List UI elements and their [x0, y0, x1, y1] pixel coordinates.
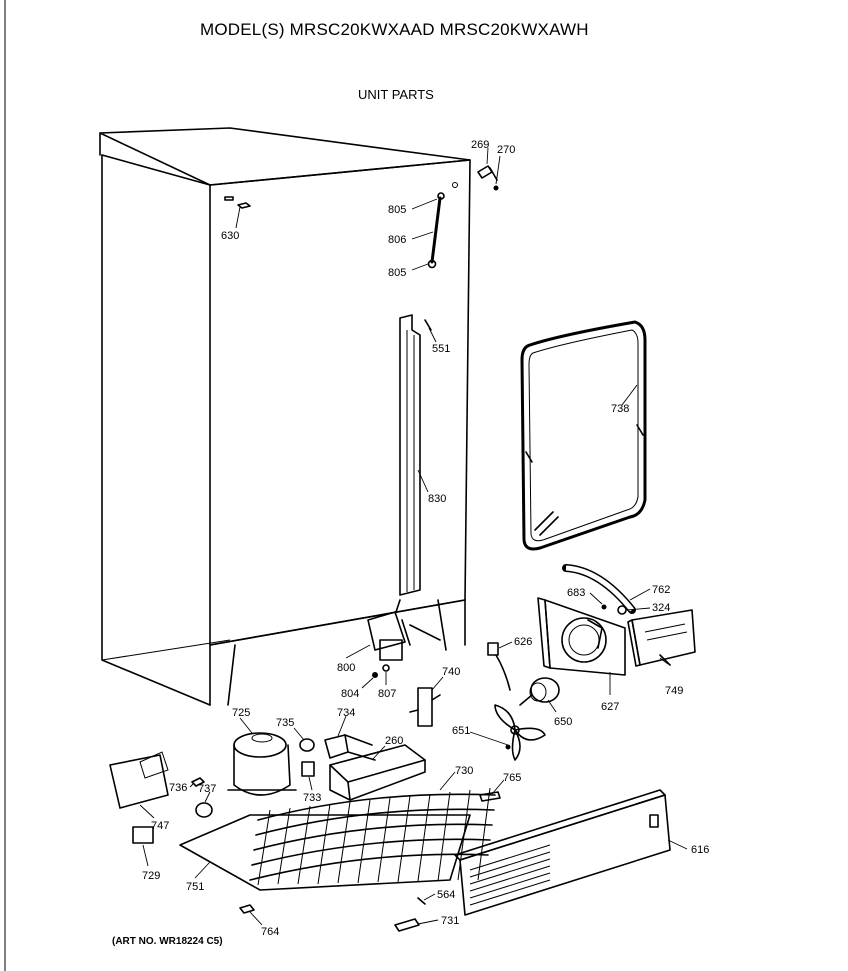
part-label-650: 650	[554, 716, 572, 728]
part-764	[239, 904, 255, 914]
model-title: MODEL(S) MRSC20KWXAAD MRSC20KWXAWH	[200, 20, 589, 39]
part-label-800: 800	[337, 662, 355, 674]
compressor-725	[227, 732, 297, 796]
part-label-765: 765	[503, 772, 521, 784]
part-label-626: 626	[514, 636, 532, 648]
motor-650	[519, 677, 560, 706]
part-735	[299, 738, 315, 752]
part-label-269: 269	[471, 139, 489, 151]
part-label-725: 725	[232, 707, 250, 719]
screw-564	[417, 897, 426, 905]
part-label-683: 683	[567, 587, 585, 599]
part-label-734: 734	[337, 707, 355, 719]
part-label-737: 737	[198, 783, 216, 795]
part-label-807: 807	[378, 688, 396, 700]
relay-729	[132, 826, 154, 844]
part-label-804: 804	[341, 688, 359, 700]
part-label-747: 747	[151, 820, 169, 832]
cover-747	[109, 751, 169, 809]
part-label-733: 733	[303, 792, 321, 804]
bracket-734	[324, 734, 376, 761]
part-label-764: 764	[261, 926, 279, 938]
part-label-551: 551	[432, 343, 450, 355]
drain-tube-762	[562, 564, 636, 614]
part-label-564: 564	[437, 889, 455, 901]
valve-assembly-800	[367, 599, 441, 661]
part-736	[191, 777, 205, 787]
part-label-749: 749	[665, 685, 683, 697]
art-number: (ART NO. WR18224 C5)	[112, 936, 223, 947]
switch-740	[409, 687, 441, 727]
fitting-269-270	[477, 165, 499, 191]
cord-626	[487, 642, 511, 691]
part-label-729: 729	[142, 870, 160, 882]
part-number-labels: 269 270 630 805 806 805 551 738 830 762 …	[142, 139, 709, 938]
fan-blade-651	[494, 704, 546, 761]
part-label-260: 260	[385, 735, 403, 747]
part-label-731: 731	[441, 915, 459, 927]
part-765	[479, 791, 501, 802]
part-731	[394, 918, 420, 932]
part-label-762: 762	[652, 584, 670, 596]
cabinet-drawing	[99, 127, 471, 706]
part-label-751: 751	[186, 881, 204, 893]
part-label-830: 830	[428, 493, 446, 505]
part-label-324: 324	[652, 602, 670, 614]
part-label-735: 735	[276, 717, 294, 729]
base-751-condenser-730	[179, 787, 496, 891]
part-label-616: 616	[691, 844, 709, 856]
heater-loop-738	[520, 320, 647, 551]
part-label-740: 740	[442, 666, 460, 678]
part-label-730: 730	[455, 765, 473, 777]
fan-housing-627	[537, 597, 626, 676]
part-label-630: 630	[221, 230, 239, 242]
leader-lines	[139, 147, 688, 926]
part-label-651: 651	[452, 725, 470, 737]
part-label-736: 736	[169, 782, 187, 794]
part-label-805-bottom: 805	[388, 267, 406, 279]
grommet-324	[617, 605, 627, 615]
screw-683	[601, 604, 607, 610]
grille-616	[454, 789, 671, 916]
cover-749	[627, 609, 696, 667]
part-label-806: 806	[388, 234, 406, 246]
part-label-738: 738	[611, 403, 629, 415]
part-807	[382, 664, 390, 672]
part-737	[195, 802, 213, 818]
part-804	[372, 672, 378, 678]
part-733	[301, 761, 315, 777]
section-title: UNIT PARTS	[358, 87, 434, 102]
part-label-805-top: 805	[388, 204, 406, 216]
part-label-270: 270	[497, 144, 515, 156]
part-label-627: 627	[601, 701, 619, 713]
